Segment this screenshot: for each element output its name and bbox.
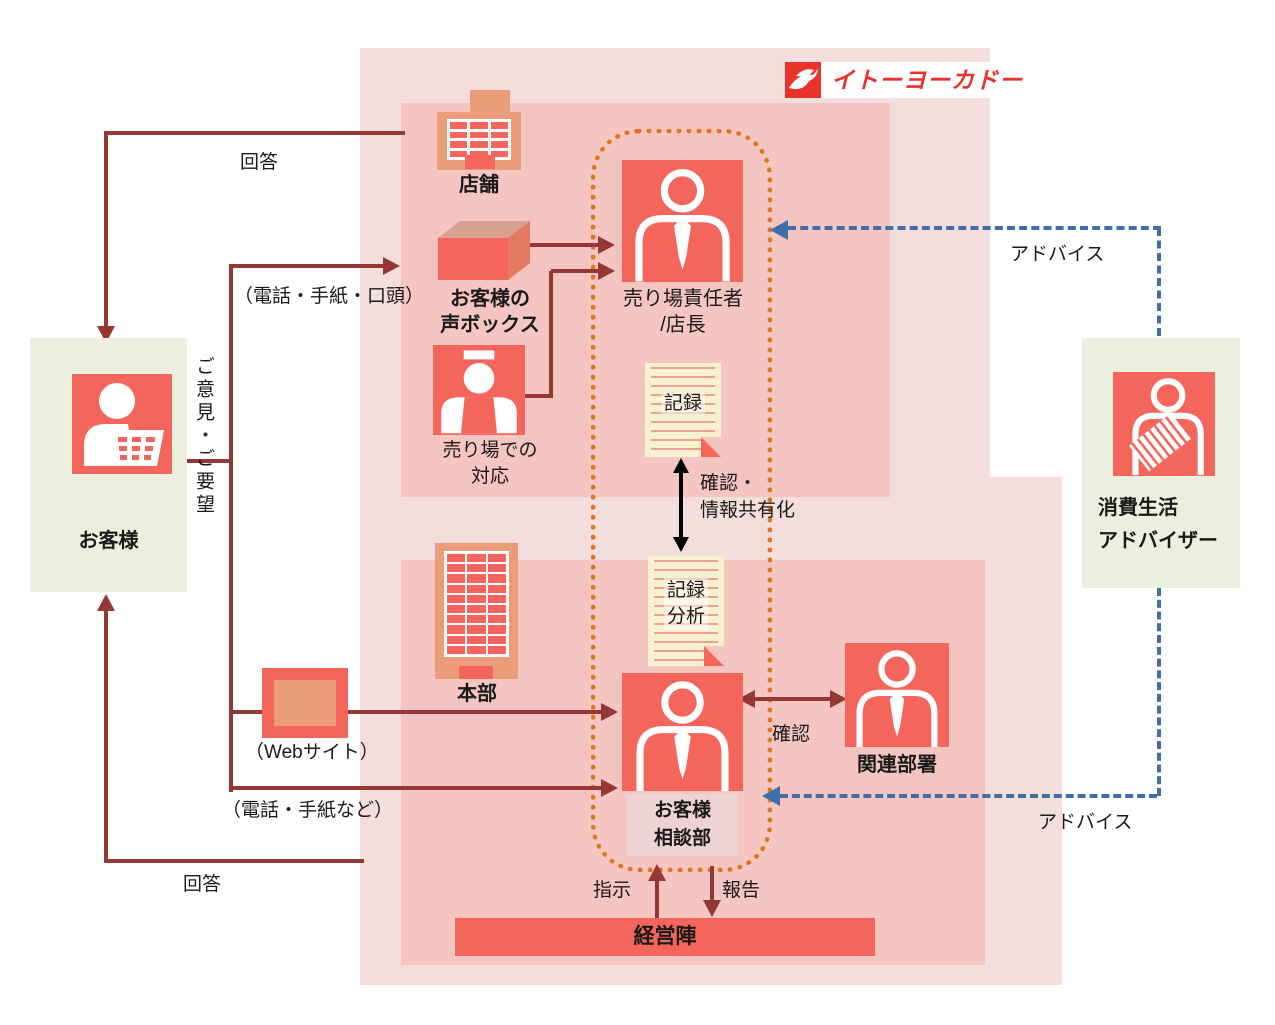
voicebox-to-manager-arrowhead (598, 236, 615, 254)
voice-box-label-line1: お客様の (450, 288, 530, 310)
consultation-label-box: お客様 相談部 (627, 794, 738, 856)
opinion-trunk-line (229, 264, 233, 792)
phone-letter-line (229, 786, 605, 790)
advice-bottom-label: アドバイス (1038, 812, 1133, 833)
customer-label: お客様 (78, 530, 139, 552)
brand-logo-text: イトーヨーカドー (821, 62, 1033, 98)
voice-box-label: お客様の 声ボックス (408, 286, 572, 338)
answer-bottom-line-v (104, 608, 108, 863)
record-label: 記録 (645, 391, 721, 417)
answer-bottom-arrowhead (97, 594, 115, 611)
related-departments-label: 関連部署 (857, 754, 937, 776)
report-line (710, 866, 714, 902)
confirm-line (754, 697, 832, 701)
record-doc-fold (701, 437, 721, 457)
answer-top-line-h (104, 131, 405, 135)
record-sync-arrowhead-down (673, 537, 689, 552)
website-screen (274, 680, 336, 726)
headquarters-label: 本部 (457, 683, 497, 705)
floor-response-label: 売り場での 対応 (408, 438, 572, 490)
to-store-arrowhead (383, 257, 400, 275)
brand-logo: イトーヨーカドー (785, 62, 1033, 98)
web-line (229, 710, 605, 714)
management-bar: 経営陣 (455, 918, 875, 956)
record-label-text: 記録 (660, 393, 705, 414)
record-analysis-label: 記録 分析 (648, 578, 724, 630)
report-arrowhead (703, 900, 721, 917)
opinion-trunk-connector (185, 459, 231, 463)
opinions-label: ご意見・ご要望 (193, 356, 214, 517)
confirm-share-label-line2: 情報共有化 (700, 500, 796, 521)
confirm-share-label-line1: 確認・ (700, 473, 758, 494)
headquarters-windows (444, 551, 509, 657)
floor-response-label-line2: 対応 (470, 466, 509, 487)
instruction-arrowhead (648, 864, 666, 881)
consultation-icon (622, 673, 743, 791)
floor-to-manager-arrowhead (598, 262, 615, 280)
floor-response-label-line1: 売り場での (442, 440, 538, 461)
advisor-label: 消費生活 アドバイザー (1098, 492, 1218, 558)
confirm-arrowhead-right (830, 690, 847, 708)
consultation-label-line1: お客様 (653, 800, 711, 821)
instruction-label: 指示 (593, 880, 632, 901)
advice-top-dash-v (1157, 228, 1161, 336)
record-analysis-label-line1: 記録 (663, 578, 708, 604)
answer-top-label: 回答 (240, 152, 279, 173)
floor-manager-label-line2: /店長 (660, 314, 706, 336)
channel-store-label: （電話・手紙・口頭） (234, 286, 425, 307)
advice-bottom-arrowhead (762, 786, 780, 806)
channel-hq-label: （電話・手紙など） (222, 800, 394, 821)
advice-top-arrowhead (770, 220, 788, 240)
floor-response-icon (433, 345, 525, 435)
store-windows (447, 119, 511, 160)
dove-icon (785, 62, 821, 98)
advice-bottom-dash-v (1157, 588, 1161, 796)
headquarters-door (459, 666, 493, 679)
escalation-dotted-border (591, 129, 772, 872)
web-arrowhead (601, 703, 618, 721)
advice-bottom-dash-h (780, 794, 1157, 798)
floor-to-manager-line-1 (521, 394, 553, 398)
record-doc-icon: 記録 (645, 363, 721, 457)
website-label: （Webサイト） (245, 742, 379, 763)
to-store-line (229, 264, 385, 268)
record-analysis-label-line2: 分析 (663, 604, 708, 630)
record-sync-arrowhead-up (673, 458, 689, 473)
phone-letter-arrowhead (601, 779, 618, 797)
advisor-label-line2: アドバイザー (1098, 530, 1218, 552)
consultation-label: お客様 相談部 (627, 797, 738, 853)
advisor-label-line1: 消費生活 (1098, 497, 1178, 519)
store-icon (470, 90, 510, 114)
record-analysis-fold (704, 646, 724, 666)
confirm-share-label: 確認・ 情報共有化 (700, 470, 795, 524)
customer-icon (72, 374, 172, 474)
related-departments-icon (845, 643, 949, 747)
store-label: 店舗 (459, 174, 499, 196)
voice-box-icon (433, 213, 537, 285)
instruction-line (655, 880, 659, 918)
advice-top-label: アドバイス (1010, 244, 1105, 265)
floor-to-manager-line-2 (549, 271, 553, 398)
floor-manager-label: 売り場責任者 /店長 (598, 286, 768, 338)
record-analysis-doc-icon: 記録 分析 (648, 556, 724, 666)
voicebox-to-manager-line (506, 243, 604, 247)
advisor-icon (1113, 372, 1215, 476)
confirm-label: 確認 (772, 724, 811, 745)
floor-to-manager-line-3 (551, 269, 600, 273)
advice-top-dash-h (788, 226, 1161, 230)
answer-bottom-label: 回答 (183, 874, 222, 895)
answer-top-line-v (104, 131, 108, 328)
record-sync-line (679, 472, 683, 538)
store-door (465, 155, 495, 169)
report-label: 報告 (722, 880, 761, 901)
floor-manager-icon (622, 160, 743, 282)
floor-manager-label-line1: 売り場責任者 (623, 288, 743, 310)
voice-box-label-line2: 声ボックス (440, 314, 540, 336)
answer-bottom-line-h (104, 859, 364, 863)
consultation-label-line2: 相談部 (653, 828, 711, 849)
